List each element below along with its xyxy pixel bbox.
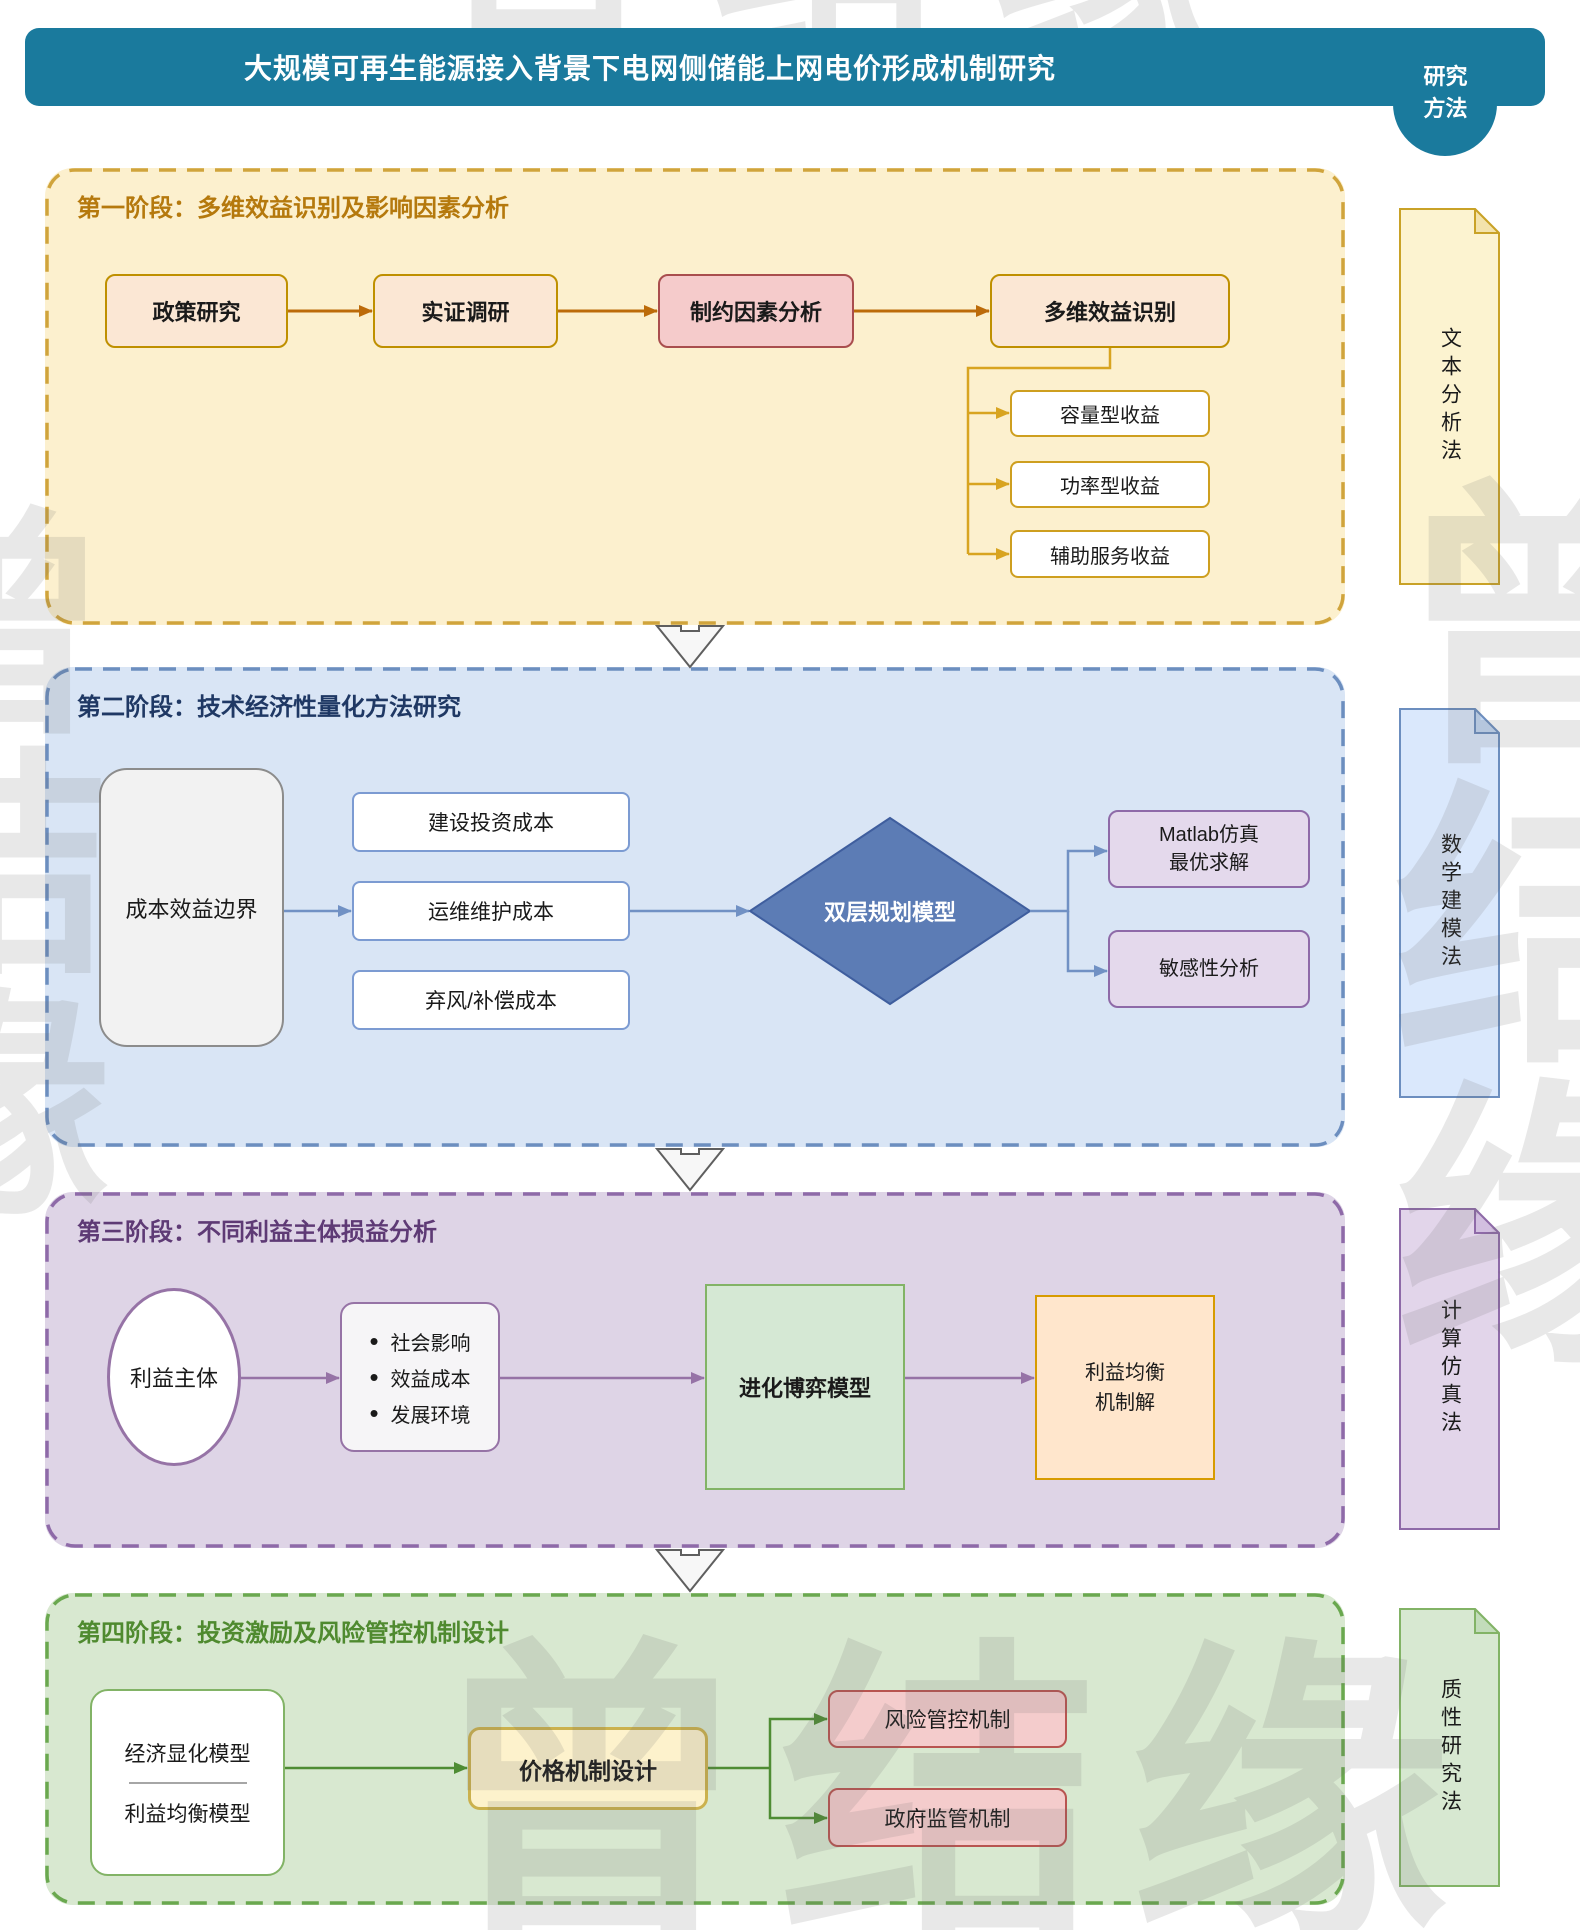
node-benefit-equilibrium-model: 利益均衡模型 [124, 1802, 251, 1826]
factor-benefit-cost: 效益成本 [369, 1363, 471, 1392]
node-ancillary-service-benefit: 辅助服务收益 [1010, 530, 1210, 578]
stage3-dashed-border [45, 1192, 1345, 1548]
doc-shape [1399, 1208, 1500, 1530]
factor-development-environment: 发展环境 [369, 1399, 471, 1428]
node-empirical-survey: 实证调研 [373, 274, 558, 348]
stage2-dashed-border [45, 667, 1345, 1147]
method-label: 质性研究法 [1438, 1677, 1462, 1818]
node-construction-investment-cost: 建设投资成本 [352, 792, 630, 852]
header-bar [25, 28, 1545, 106]
stage2-to-stage3-arrow [654, 1148, 726, 1192]
research-method-label: 研究 方法 [1423, 64, 1468, 121]
node-benefit-equilibrium-solution: 利益均衡 机制解 [1035, 1295, 1215, 1480]
stage1-panel: 第一阶段：多维效益识别及影响因素分析 政策研究 实证调研 制约因素分析 多维效益… [45, 168, 1345, 625]
stage2-title: 第二阶段：技术经济性量化方法研究 [77, 694, 461, 721]
node-capacity-benefit: 容量型收益 [1010, 390, 1210, 437]
node-price-mechanism-design: 价格机制设计 [468, 1727, 708, 1810]
doc-shape [1399, 1608, 1500, 1887]
node-sensitivity-analysis: 敏感性分析 [1108, 930, 1310, 1008]
node-economic-explicit-model: 经济显化模型 [124, 1742, 251, 1766]
node-risk-control-mechanism: 风险管控机制 [828, 1690, 1067, 1748]
node-cost-benefit-boundary: 成本效益边界 [99, 768, 284, 1047]
doc-shape [1399, 708, 1500, 1098]
stage2-panel: 第二阶段：技术经济性量化方法研究 成本效益边界 建设投资成本 运维维护成本 弃风… [45, 667, 1345, 1147]
factor-social-impact: 社会影响 [369, 1327, 471, 1356]
node-evolutionary-game-model: 进化博弈模型 [705, 1284, 905, 1490]
node-operation-maintenance-cost: 运维维护成本 [352, 881, 630, 941]
node-bilevel-programming-model: 双层规划模型 [823, 900, 956, 925]
method-note-qualitative-research: 质性研究法 [1399, 1608, 1500, 1887]
node-factor-list: 社会影响 效益成本 发展环境 [340, 1302, 500, 1452]
node-multi-benefit-identification: 多维效益识别 [990, 274, 1230, 348]
method-note-computational-simulation: 计算仿真法 [1399, 1208, 1500, 1530]
node-power-benefit: 功率型收益 [1010, 461, 1210, 508]
stage1-to-stage2-arrow [654, 625, 726, 669]
method-note-text-analysis: 文本分析法 [1399, 208, 1500, 585]
method-label: 文本分析法 [1438, 326, 1462, 467]
page-title: 大规模可再生能源接入背景下电网侧储能上网电价形成机制研究 [243, 53, 1056, 84]
stage1-title: 第一阶段：多维效益识别及影响因素分析 [77, 195, 509, 222]
stage3-title: 第三阶段：不同利益主体损益分析 [77, 1219, 437, 1246]
node-curtailment-compensation-cost: 弃风/补偿成本 [352, 970, 630, 1030]
stage3-panel: 第三阶段：不同利益主体损益分析 利益主体 社会影响 效益成本 发展环境 进化博弈… [45, 1192, 1345, 1548]
node-constraint-analysis: 制约因素分析 [658, 274, 854, 348]
stage4-dashed-border [45, 1593, 1345, 1905]
stage3-to-stage4-arrow [654, 1549, 726, 1593]
node-model-pair: 经济显化模型 利益均衡模型 [90, 1689, 285, 1876]
stage1-dashed-border [45, 168, 1345, 625]
doc-shape [1399, 208, 1500, 585]
method-label: 计算仿真法 [1438, 1299, 1462, 1439]
node-policy-research: 政策研究 [105, 274, 288, 348]
node-matlab-simulation: Matlab仿真 最优求解 [1108, 810, 1310, 888]
stage4-title: 第四阶段：投资激励及风险管控机制设计 [77, 1620, 509, 1647]
node-stakeholders: 利益主体 [107, 1288, 241, 1466]
method-label: 数学建模法 [1438, 833, 1462, 973]
divider-line [128, 1781, 247, 1784]
stage4-panel: 第四阶段：投资激励及风险管控机制设计 经济显化模型 利益均衡模型 价格机制设计 … [45, 1593, 1345, 1905]
node-government-supervision-mechanism: 政府监管机制 [828, 1788, 1067, 1847]
method-note-math-modeling: 数学建模法 [1399, 708, 1500, 1098]
